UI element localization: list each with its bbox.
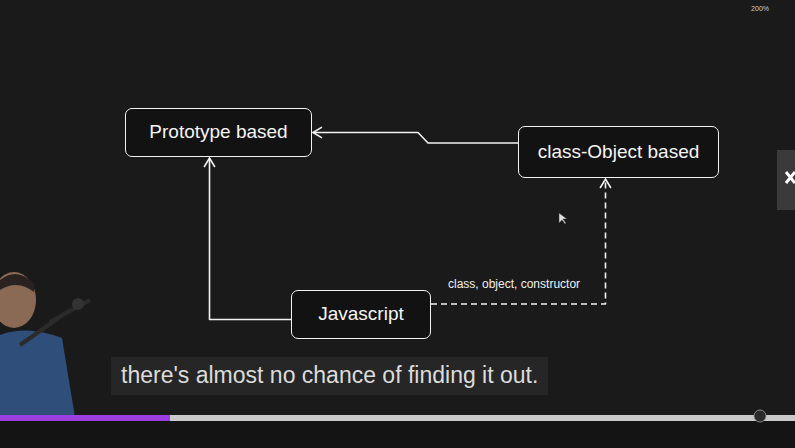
control-dot xyxy=(754,410,766,422)
mouse-cursor xyxy=(559,213,567,224)
box-label: Javascript xyxy=(318,303,404,326)
connector xyxy=(210,158,292,320)
progress-played xyxy=(0,415,170,421)
concept-box: Javascript xyxy=(291,290,431,339)
concept-box: class-Object based xyxy=(518,126,719,178)
zoom-indicator: 200% xyxy=(751,5,769,12)
arrow-head xyxy=(204,158,215,167)
control-bar xyxy=(0,421,795,448)
edge-label: class, object, constructor xyxy=(446,277,582,291)
arrow-head xyxy=(313,127,322,138)
side-panel xyxy=(777,150,795,210)
progress-track xyxy=(0,415,795,421)
box-label: class-Object based xyxy=(538,141,700,164)
connector xyxy=(313,133,518,144)
concept-box: Prototype based xyxy=(125,108,312,157)
close-icon xyxy=(786,172,795,183)
dashed-connector xyxy=(431,179,606,304)
box-label: Prototype based xyxy=(149,121,287,144)
video-subtitle: there's almost no chance of finding it o… xyxy=(111,357,548,395)
arrow-head xyxy=(600,179,611,188)
